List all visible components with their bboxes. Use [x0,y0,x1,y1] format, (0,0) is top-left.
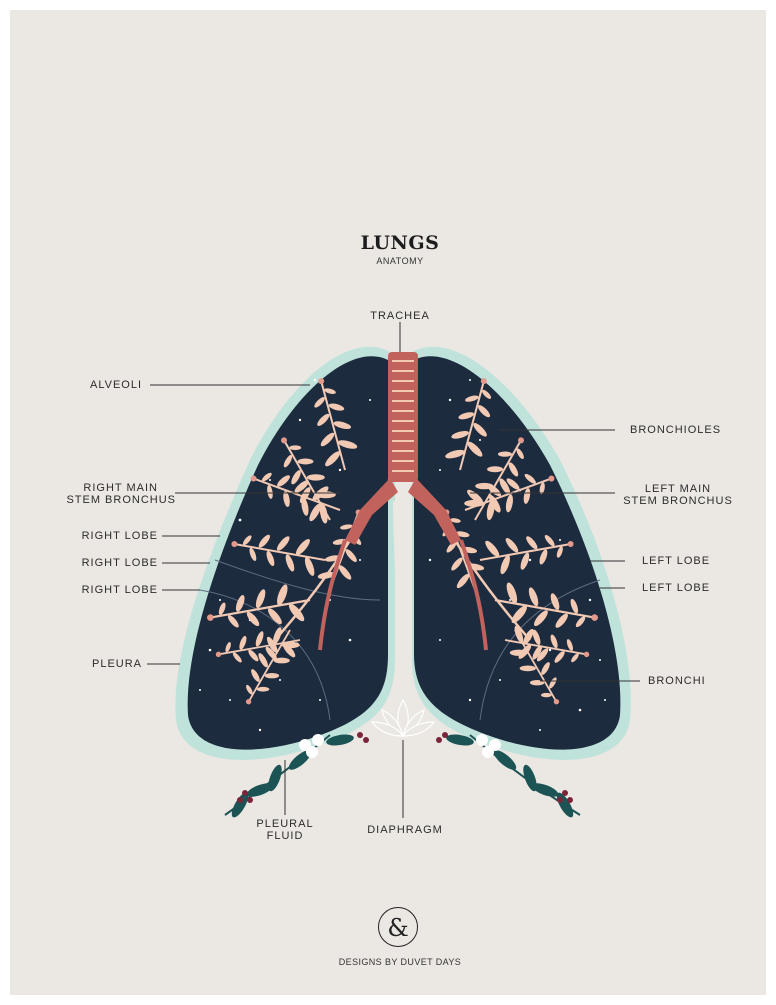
mediastinum-gap [393,500,412,700]
label-right-lobe-middle: RIGHT LOBE [40,557,158,569]
label-trachea: TRACHEA [350,310,450,322]
label-bronchioles: BRONCHIOLES [630,424,721,436]
label-left-main-stem-bronchus-line1: LEFT MAIN [620,483,736,495]
label-pleural-fluid-line1: PLEURAL [245,818,325,830]
label-pleural-fluid-line2: FLUID [245,830,325,842]
label-right-lobe-upper: RIGHT LOBE [40,530,158,542]
label-right-main-stem-bronchus-line2: STEM BRONCHUS [40,494,176,506]
brand-logo: & [378,907,418,947]
label-left-lobe-upper: LEFT LOBE [642,555,710,567]
label-bronchi: BRONCHI [648,675,706,687]
label-pleura: PLEURA [92,658,142,670]
label-left-lobe-lower: LEFT LOBE [642,582,710,594]
label-alveoli: ALVEOLI [90,379,142,391]
label-right-lobe-lower: RIGHT LOBE [40,584,158,596]
brand-name: DESIGNS BY DUVET DAYS [0,957,776,967]
label-left-main-stem-bronchus-line2: STEM BRONCHUS [620,495,736,507]
label-diaphragm: DIAPHRAGM [350,824,460,836]
label-right-main-stem-bronchus-line1: RIGHT MAIN [40,482,158,494]
